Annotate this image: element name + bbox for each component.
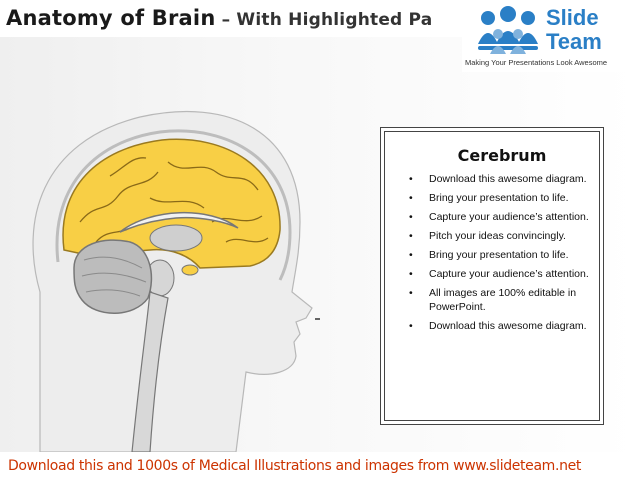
- bullet-item: Bring your presentation to life.: [403, 248, 599, 262]
- bullet-item: Capture your audience’s attention.: [403, 210, 599, 224]
- logo-word-team: Team: [546, 29, 602, 54]
- bullet-item: Bring your presentation to life.: [403, 191, 599, 205]
- info-box-heading: Cerebrum: [457, 146, 547, 165]
- slide-title: Anatomy of Brain – With Highlighted Pa: [6, 3, 461, 33]
- bullet-item: All images are 100% editable in PowerPoi…: [403, 286, 599, 314]
- bullet-item: Download this awesome diagram.: [403, 172, 599, 186]
- bullet-item: Pitch your ideas convincingly.: [403, 229, 599, 243]
- info-box-bullet-list: Download this awesome diagram. Bring you…: [403, 172, 599, 338]
- pituitary: [181, 264, 199, 276]
- skull-outline: [55, 129, 292, 281]
- brain-sagittal-illustration: [32, 110, 320, 452]
- slideteam-logo: Slide Team Making Your Presentations Loo…: [462, 0, 638, 72]
- title-main: Anatomy of Brain: [6, 6, 216, 30]
- title-subtitle: – With Highlighted Pa: [215, 10, 433, 30]
- footer-bar: [0, 452, 638, 479]
- cerebrum-info-box: Cerebrum Download this awesome diagram. …: [380, 127, 604, 425]
- people-group-icon: [478, 6, 538, 54]
- info-box-inner-border: Cerebrum Download this awesome diagram. …: [384, 131, 600, 421]
- footer-download-link[interactable]: Download this and 1000s of Medical Illus…: [8, 458, 581, 474]
- thalamus: [149, 224, 203, 252]
- corpus-callosum: [119, 212, 239, 233]
- logo-word-slide: Slide: [546, 5, 599, 30]
- bullet-item: Capture your audience’s attention.: [403, 267, 599, 281]
- cerebellum: [73, 239, 153, 314]
- bullet-item: Download this awesome diagram.: [403, 319, 599, 333]
- logo-tagline: Making Your Presentations Look Awesome: [465, 58, 608, 67]
- brainstem: [131, 291, 169, 452]
